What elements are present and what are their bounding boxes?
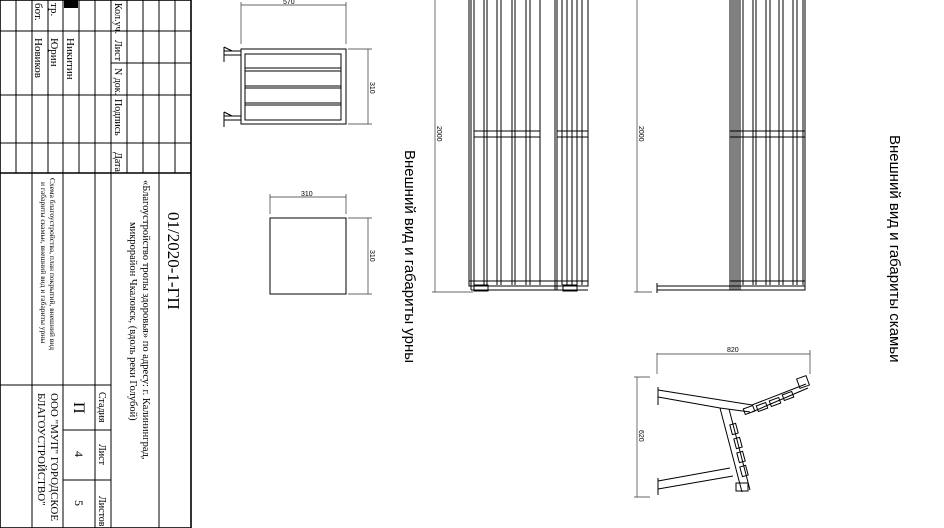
urn-width-dimension: 570: [283, 0, 295, 6]
header-list: Лист: [112, 40, 123, 62]
project-title-line2: микрорайон Чкаловск, (вдоль реки Голубой…: [127, 222, 138, 421]
organization-line2: БЛАГОУСТРОЙСТВО": [35, 393, 47, 506]
bench-height-dimension: 620: [637, 430, 644, 442]
sheet-description-line1: Схема благоустройства, план покрытий, вн…: [48, 178, 57, 350]
role-label: тр.: [48, 3, 60, 16]
drawing-code: 01/2020-1-ГП: [164, 212, 183, 310]
title-block: Кол.уч. Лист N док. Подпись Дата тр. бот…: [0, 0, 192, 528]
project-title-line1: «Благоустройство тропы здоровья» по адре…: [140, 180, 151, 459]
header-date: Дата: [112, 152, 123, 172]
bench-length-view-1: 2000: [432, 0, 589, 293]
bench-length-dimension-2: 2000: [637, 126, 644, 142]
header-doc-no: N док.: [112, 68, 123, 95]
organization-line1: ООО "МУП" ГОРОДСКОЕ: [48, 393, 60, 521]
name-yurin: Юрин: [48, 38, 60, 67]
header-kol-uch: Кол.уч.: [112, 3, 123, 34]
sheet-label: Лист: [96, 444, 107, 466]
role-label: бот.: [32, 3, 44, 21]
stage-value: П: [70, 402, 87, 414]
urn-top-width-dimension: 310: [301, 191, 313, 198]
sheet-description-line2: и габариты скамьи, внешний вид и габарит…: [39, 182, 48, 343]
name-nikitin: Никитин: [64, 38, 76, 80]
urn-depth-dimension: 310: [368, 82, 375, 94]
name-novikov: Новиков: [32, 38, 44, 78]
row-mark: [64, 0, 78, 8]
urn-top-view: 310 310: [269, 191, 375, 295]
bench-end-view: 820 620: [634, 347, 811, 498]
sheets-label: Листов: [96, 496, 107, 527]
urn-side-view: 570 310: [223, 0, 375, 127]
urn-top-height-dimension: 310: [368, 250, 375, 262]
stage-label: Стадия: [96, 392, 107, 423]
header-signature: Подпись: [112, 99, 123, 136]
bench-length-dimension-1: 2000: [435, 126, 442, 142]
bench-section-title: Внешний вид и габариты скамьи: [886, 135, 903, 363]
bench-length-view-2: 2000: [634, 0, 806, 293]
urn-section-title: Внешний вид и габариты урны: [401, 150, 418, 363]
sheet-value: 4: [72, 451, 86, 457]
sheets-value: 5: [72, 500, 86, 506]
bench-width-dimension: 820: [727, 347, 739, 354]
